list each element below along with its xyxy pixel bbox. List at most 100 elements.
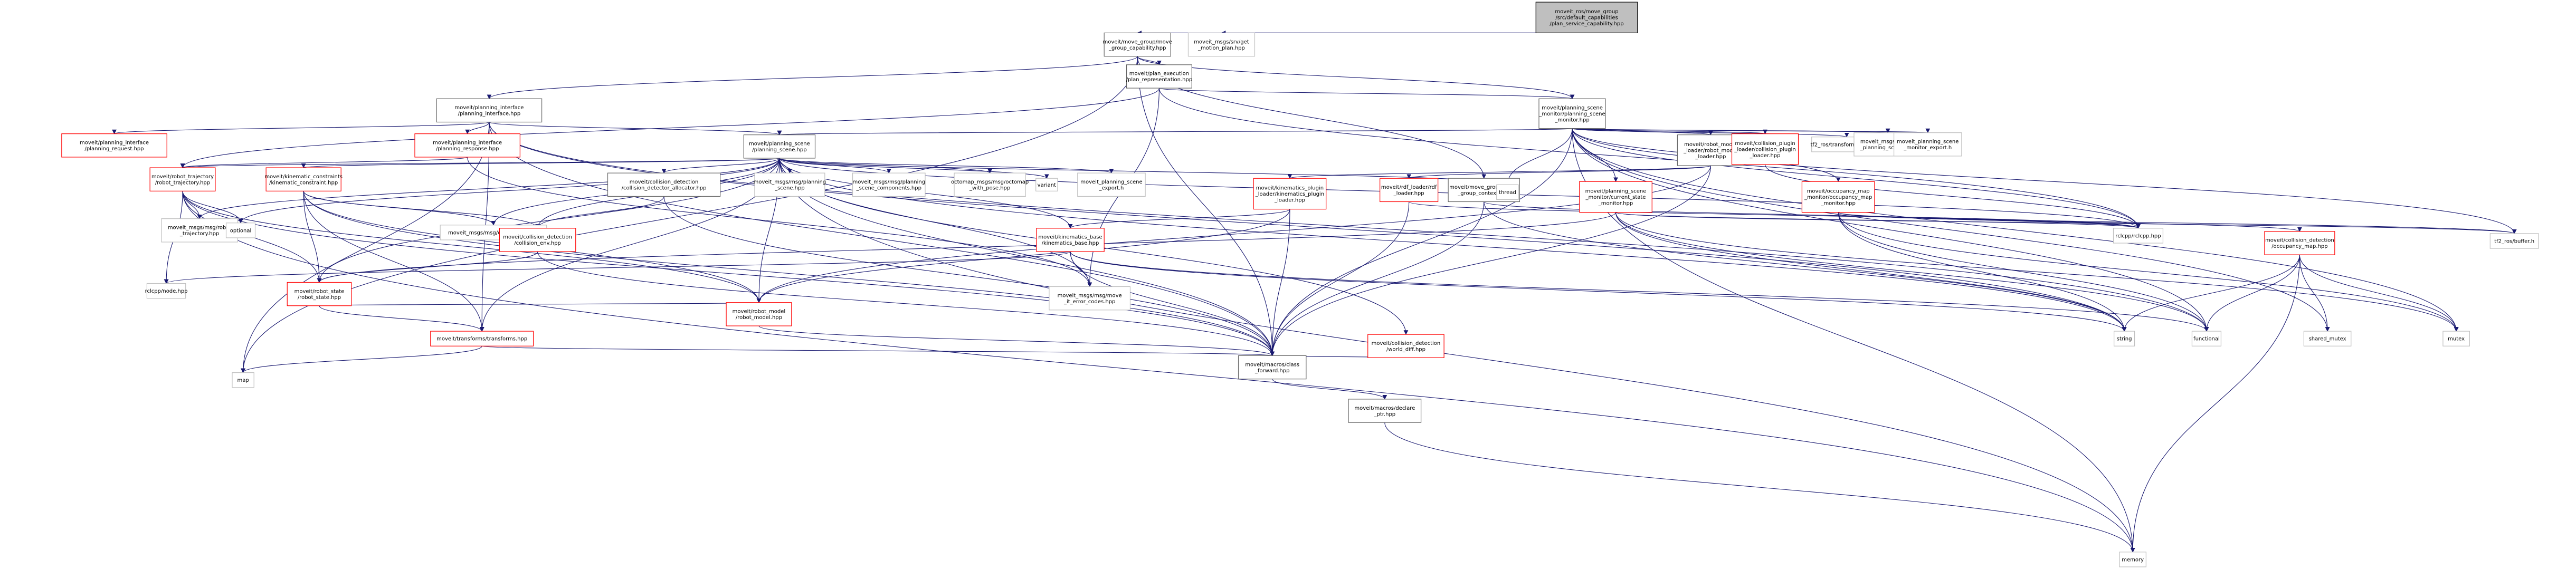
node-label-line: /planning_interface.hpp (458, 111, 521, 117)
node-label-line: moveit_msgs/msg/planning (754, 179, 826, 185)
node-box (1538, 98, 1606, 129)
edge-move_group_capability-to-class_forward (1137, 56, 1275, 356)
node-planning-scene[interactable]: moveit/planning_scene/planning_scene.hpp (743, 134, 816, 159)
edge-planning_scene_monitor-to-psm_export (1572, 128, 1929, 133)
node-thread: thread (1496, 184, 1519, 200)
edge-line (1070, 252, 2127, 332)
edge-line (1838, 212, 2127, 332)
node-label-line: moveit_planning_scene (1080, 179, 1142, 185)
node-box (61, 133, 167, 158)
edge-planning_scene-to-msg_planning_scene_components (779, 158, 891, 174)
node-label-line: moveit_msgs/msg/constraints.hpp (448, 230, 539, 236)
node-get-motion-plan: moveit_msgs/srv/get_motion_plan.hpp (1187, 32, 1256, 57)
edge-layer (112, 31, 2517, 553)
node-kinematic-constraint[interactable]: moveit/kinematic_constraints/kinematic_c… (264, 167, 343, 191)
node-label-line: _scene.hpp (774, 186, 805, 191)
node-box (1731, 133, 1799, 165)
edge-kinematics_base-to-rclcpp_node (164, 251, 1071, 284)
node-move-group-capability[interactable]: moveit/move_group/move_group_capability.… (1103, 32, 1172, 57)
node-box (430, 331, 534, 346)
node-declare-ptr[interactable]: moveit/macros/declare_ptr.hpp (1348, 399, 1422, 423)
node-box (2489, 233, 2539, 249)
node-root[interactable]: moveit_ros/move_group/src/default_capabi… (1535, 2, 1638, 34)
node-label-line: /occupancy_map.hpp (2271, 244, 2327, 249)
node-label-line: _loader.hpp (1750, 153, 1781, 159)
edge-line (2299, 255, 2330, 332)
node-label-line: moveit/collision_plugin (1735, 141, 1795, 147)
node-world-diff[interactable]: moveit/collision_detection/world_diff.hp… (1367, 334, 1444, 359)
edge-line (1572, 128, 2517, 234)
edge-planning_scene_monitor-to-tf2_buffer (1572, 128, 2517, 234)
node-occupancy-map[interactable]: moveit/collision_detection/occupancy_map… (2264, 231, 2335, 255)
node-plan-representation[interactable]: moveit/plan_execution/plan_representatio… (1126, 64, 1193, 89)
node-label-line: /plan_representation.hpp (1126, 77, 1193, 83)
node-box (1348, 399, 1422, 423)
node-label-line: moveit/kinematic_constraints (264, 174, 343, 180)
node-occupancy-map-monitor[interactable]: moveit/occupancy_map_monitor/occupancy_m… (1801, 181, 1875, 213)
node-box (414, 133, 520, 158)
edge-planning_response-to-robot_trajectory (180, 157, 468, 168)
edge-occupancy_map_monitor-to-string (1838, 212, 2127, 332)
node-collision-plugin-loader[interactable]: moveit/collision_plugin_loader/collision… (1731, 133, 1799, 165)
edge-line (2122, 255, 2300, 332)
node-kinematics-base[interactable]: moveit/kinematics_base/kinematics_base.h… (1036, 228, 1105, 252)
node-robot-state[interactable]: moveit/robot_state/robot_state.hpp (287, 282, 352, 306)
node-label-line: /world_diff.hpp (1386, 347, 1425, 353)
node-planning-scene-monitor[interactable]: moveit/planning_scene_monitor/planning_s… (1538, 98, 1606, 129)
edge-line (1272, 379, 1387, 400)
node-planning-request[interactable]: moveit/planning_interface/planning_reque… (61, 133, 167, 158)
node-box (726, 302, 792, 326)
node-transforms[interactable]: moveit/transforms/transforms.hpp (430, 331, 534, 346)
edge-kinematics_plugin_loader-to-robot_model (756, 209, 1290, 303)
edge-line (319, 305, 484, 332)
edge-current_state_monitor-to-robot_state (317, 212, 1617, 283)
node-box (499, 228, 576, 252)
edge-line (661, 158, 780, 174)
edge-robot_model_loader-to-class_forward (1270, 166, 1711, 356)
node-box (146, 283, 186, 299)
edge-robot_state-to-transforms (319, 305, 484, 332)
node-robot-model[interactable]: moveit/robot_model/robot_model.hpp (726, 302, 792, 326)
edge-declare_ptr-to-memory (1384, 422, 2135, 553)
node-label-line: _planning_scene.hpp (1860, 145, 1916, 151)
node-robot-trajectory[interactable]: moveit/robot_trajectory/robot_trajectory… (149, 167, 216, 191)
edge-collision_plugin_loader-to-rclcpp (1764, 164, 2141, 229)
edge-line (317, 158, 780, 283)
node-msg-robot-trajectory: moveit_msgs/msg/robot_trajectory.hpp (161, 218, 238, 243)
node-box (2113, 228, 2164, 244)
edge-planning_interface-to-string (489, 122, 2127, 332)
node-box (1049, 286, 1131, 311)
node-planning-interface[interactable]: moveit/planning_interface/planning_inter… (436, 98, 543, 123)
edge-line (1838, 212, 2459, 332)
edge-line (1615, 212, 2516, 234)
edge-kinematics_base-to-functional (1070, 252, 2209, 332)
node-label-line: moveit/planning_scene (749, 141, 810, 147)
node-label-line: /planning_response.hpp (436, 146, 499, 152)
node-label-line: moveit_msgs/msg/planning (852, 179, 925, 185)
edge-collision_detector_allocator-to-class_forward (663, 196, 1275, 356)
node-label-line: _motion_plan.hpp (1197, 45, 1245, 51)
node-collision-detector-allocator[interactable]: moveit/collision_detection/collision_det… (607, 172, 721, 197)
node-current-state-monitor[interactable]: moveit/planning_scene_monitor/current_st… (1579, 181, 1652, 213)
node-label-line: /kinematic_constraint.hpp (269, 180, 338, 186)
edge-class_forward-to-declare_ptr (1272, 379, 1387, 400)
node-collision-env[interactable]: moveit/collision_detection/collision_env… (499, 228, 576, 252)
edge-line (182, 191, 243, 224)
edge-line (1615, 212, 2127, 332)
node-planning-response[interactable]: moveit/planning_interface/planning_respo… (414, 133, 520, 158)
edge-line (1505, 128, 1573, 186)
node-label-line: tf2_ros/buffer.h (2494, 238, 2534, 244)
edge-planning_scene-to-robot_state (317, 158, 780, 283)
edge-kinematic_constraint-to-robot_state (303, 191, 322, 283)
edge-line (2204, 255, 2300, 332)
node-rdf-loader[interactable]: moveit/rdf_loader/rdf_loader.hpp (1380, 178, 1439, 202)
node-label-line: _monitor.hpp (1554, 117, 1589, 123)
edge-line (1137, 56, 1162, 65)
node-box (1036, 228, 1105, 252)
node-label-line: _monitor.hpp (1820, 200, 1855, 206)
node-class-forward[interactable]: moveit/macros/class_forward.hpp (1238, 355, 1307, 380)
edge-line (1406, 165, 1711, 179)
node-kinematics-plugin-loader[interactable]: moveit/kinematics_plugin_loader/kinemati… (1253, 178, 1327, 210)
node-label-line: variant (1038, 182, 1056, 188)
edge-move_group_capability-to-planning_scene_monitor (1137, 56, 1575, 100)
